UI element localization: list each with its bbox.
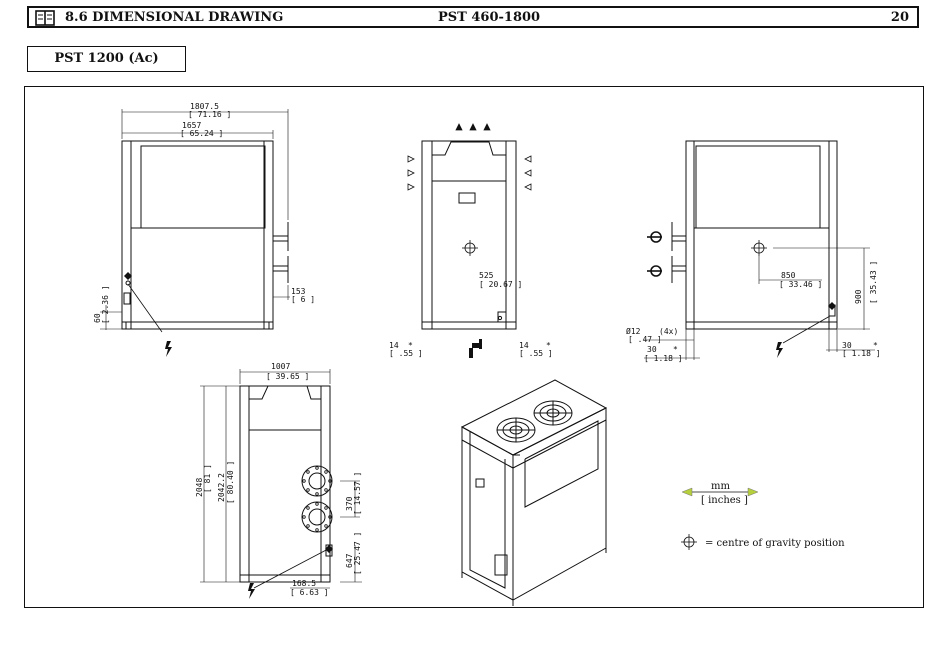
dim-hole-dia-in: [ .47 ] bbox=[628, 335, 662, 344]
dim-foot-right: 14 bbox=[519, 341, 529, 350]
dim-cg-y: 900 bbox=[854, 289, 863, 304]
dim-total-width: 1807.5 bbox=[190, 102, 219, 111]
legend-cg-text: = centre of gravity position bbox=[705, 538, 845, 549]
dim-body-width: 1657 bbox=[182, 121, 201, 130]
dim-foot-offset-left: 30 bbox=[647, 345, 657, 354]
dim-total-width-in: [ 71.16 ] bbox=[188, 110, 231, 119]
page-number: 20 bbox=[890, 10, 909, 25]
power-inlet-icon bbox=[124, 272, 132, 280]
legend-cg-icon bbox=[681, 534, 697, 550]
airflow-arrows bbox=[407, 123, 532, 191]
dim-power-offset: 168.5 bbox=[292, 579, 316, 588]
dim-body-height: 2042.2 bbox=[217, 473, 226, 502]
dim-cg-y-in: [ 35.43 ] bbox=[869, 261, 878, 304]
center-of-gravity-icon bbox=[462, 240, 478, 256]
water-outlet-icon bbox=[647, 265, 662, 277]
asterisk-symbol: * bbox=[873, 341, 878, 350]
drain-tap-icon bbox=[469, 339, 482, 358]
model-label: PST 1200 (Ac) bbox=[27, 46, 186, 72]
dim-pipe-offset: 153 bbox=[291, 287, 306, 296]
side-view bbox=[644, 140, 875, 360]
legend-arrow bbox=[681, 487, 759, 497]
dim-cg-lateral-in: [ 20.67 ] bbox=[479, 280, 522, 289]
dim-side-width: 1007 bbox=[271, 362, 290, 371]
dim-outlet-height-in: [ 25.47 ] bbox=[353, 532, 362, 575]
dim-cg-x-in: [ 33.46 ] bbox=[779, 280, 822, 289]
dim-flange-spacing-in: [ 14.57 ] bbox=[353, 472, 362, 515]
fan-icon bbox=[533, 400, 573, 426]
model-range: PST 460-1800 bbox=[438, 10, 541, 25]
dim-cg-lateral: 525 bbox=[479, 271, 494, 280]
rear-view bbox=[421, 140, 517, 330]
dim-body-height-in: [ 80.40 ] bbox=[226, 461, 235, 504]
power-inlet-icon bbox=[325, 545, 333, 553]
dim-pipe-offset-in: [ 6 ] bbox=[291, 295, 315, 304]
dim-body-width-in: [ 65.24 ] bbox=[180, 129, 223, 138]
page-header: 8.6 DIMENSIONAL DRAWING PST 460-1800 20 bbox=[27, 6, 919, 28]
dim-power-height-in: [ 2.36 ] bbox=[101, 285, 110, 324]
dim-foot-offset-left-in: [ 1.18 ] bbox=[644, 354, 683, 363]
dim-total-height-in: [ 81 ] bbox=[203, 464, 212, 493]
asterisk-symbol: * bbox=[673, 345, 678, 354]
dim-flange-spacing: 370 bbox=[345, 496, 354, 511]
lightning-icon bbox=[165, 341, 172, 357]
connection-side-view bbox=[200, 369, 362, 589]
section-title: 8.6 DIMENSIONAL DRAWING bbox=[65, 10, 284, 25]
dim-hole-count: (4x) bbox=[659, 327, 678, 336]
water-inlet-icon bbox=[647, 231, 662, 243]
power-inlet-icon bbox=[828, 302, 836, 310]
dim-power-height: 60 bbox=[93, 313, 102, 323]
dim-foot-left-in: [ .55 ] bbox=[389, 349, 423, 358]
center-of-gravity-icon bbox=[751, 240, 767, 256]
asterisk-symbol: * bbox=[546, 341, 551, 350]
dim-hole-dia: Ø12 bbox=[626, 326, 641, 336]
isometric-view bbox=[460, 379, 608, 606]
dim-foot-right-in: [ .55 ] bbox=[519, 349, 553, 358]
front-view bbox=[100, 109, 290, 333]
lightning-icon bbox=[776, 342, 783, 358]
dim-total-height: 2048 bbox=[195, 478, 204, 497]
dim-outlet-height: 647 bbox=[345, 553, 354, 568]
dim-side-width-in: [ 39.65 ] bbox=[266, 372, 309, 381]
legend-inches: [ inches ] bbox=[701, 495, 748, 506]
dim-foot-offset-right: 30 bbox=[842, 341, 852, 350]
dim-cg-x: 850 bbox=[781, 271, 796, 280]
drawing-frame bbox=[24, 86, 924, 608]
dim-foot-offset-right-in: [ 1.18 ] bbox=[842, 349, 881, 358]
book-icon bbox=[35, 10, 55, 26]
asterisk-symbol: * bbox=[408, 341, 413, 350]
fan-icon bbox=[496, 417, 536, 443]
legend-mm: mm bbox=[711, 481, 730, 492]
dim-foot-left: 14 bbox=[389, 341, 399, 350]
dim-power-offset-in: [ 6.63 ] bbox=[290, 588, 329, 597]
lightning-icon bbox=[248, 583, 255, 599]
